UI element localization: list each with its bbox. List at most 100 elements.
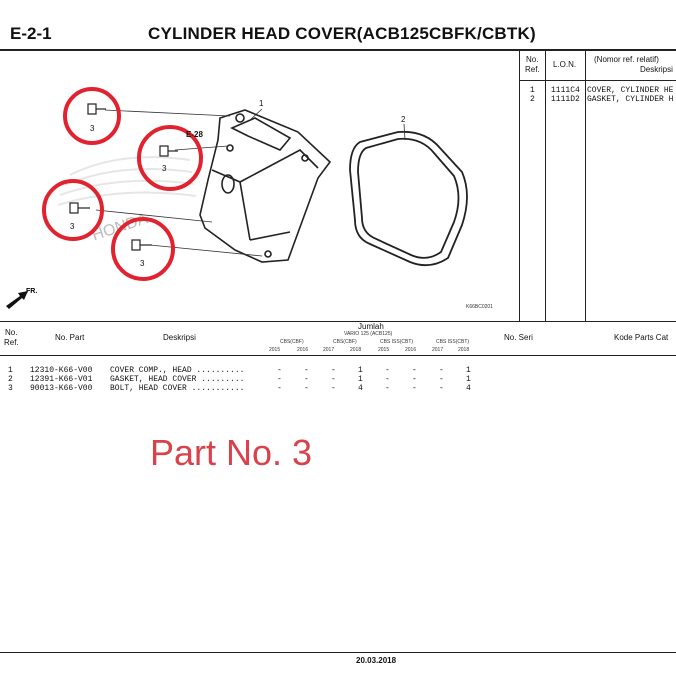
row-qty: 1 — [466, 366, 471, 375]
row-qty: - — [439, 375, 444, 384]
part-annotation: Part No. 3 — [150, 432, 313, 473]
side-row-no: 1 — [530, 86, 535, 95]
honda-wing-watermark — [57, 156, 197, 206]
row-qty: 4 — [358, 384, 363, 393]
gasket-part — [349, 130, 468, 267]
col-year: 2015 — [269, 347, 281, 353]
side-col-lon: L.O.N. — [553, 60, 577, 69]
col-group: CBS ISS(CBT) — [380, 339, 414, 345]
row-qty: - — [331, 384, 336, 393]
row-no: 1 — [8, 366, 13, 375]
col-jumlah: Jumlah — [358, 322, 384, 331]
row-qty: - — [304, 384, 309, 393]
col-year: 2018 — [350, 347, 362, 353]
row-no: 3 — [8, 384, 13, 393]
highlight-circle — [111, 217, 175, 281]
side-row-lon: 1111D2 — [551, 95, 580, 104]
header-rule — [0, 49, 676, 51]
col-no: No. — [5, 328, 18, 337]
row-no: 2 — [8, 375, 13, 384]
table-row: 3 90013-K66-V00 BOLT, HEAD COVER .......… — [0, 384, 676, 393]
side-row-desc: GASKET, CYLINDER H — [587, 95, 674, 104]
row-part: 90013-K66-V00 — [30, 384, 93, 393]
row-qty: - — [304, 366, 309, 375]
col-group: CBS ISS(CBT) — [436, 339, 470, 345]
footer-rule — [0, 652, 676, 653]
exploded-diagram: HONDA 1 — [6, 87, 493, 310]
side-col-nomor: (Nomor ref. relatif) — [594, 55, 659, 64]
row-qty: - — [304, 375, 309, 384]
row-qty: - — [331, 375, 336, 384]
row-part: 12391-K66-V01 — [30, 375, 93, 384]
side-table-header-rule — [519, 80, 676, 81]
col-seri: No. Seri — [504, 333, 533, 342]
table-row: 1 12310-K66-V00 COVER COMP., HEAD ......… — [0, 366, 676, 375]
row-qty: - — [385, 366, 390, 375]
part-label: 3 — [140, 259, 145, 268]
section-code: E-2-1 — [10, 24, 52, 43]
col-kode: Kode Parts Cat — [614, 333, 669, 342]
row-qty: 1 — [358, 375, 363, 384]
row-qty: 1 — [358, 366, 363, 375]
row-qty: - — [412, 384, 417, 393]
row-desc: GASKET, HEAD COVER ......... — [110, 375, 245, 384]
row-qty: - — [277, 366, 282, 375]
row-qty: - — [439, 384, 444, 393]
bolt-parts — [69, 103, 178, 251]
side-row-desc: COVER, CYLINDER HE — [587, 86, 674, 95]
table-header-rule — [0, 355, 676, 356]
page-title: CYLINDER HEAD COVER(ACB125CBFK/CBTK) — [148, 24, 536, 43]
side-table-divider — [519, 51, 520, 321]
col-year: 2018 — [458, 347, 470, 353]
row-qty: - — [277, 375, 282, 384]
row-qty: 1 — [466, 375, 471, 384]
image-code: K66BC0201 — [466, 304, 493, 310]
side-row-lon: 1111C4 — [551, 86, 580, 95]
row-qty: 4 — [466, 384, 471, 393]
highlight-circle — [42, 179, 104, 241]
row-qty: - — [412, 375, 417, 384]
table-row: 2 12391-K66-V01 GASKET, HEAD COVER .....… — [0, 375, 676, 384]
col-desc: Deskripsi — [163, 333, 196, 342]
side-row-no: 2 — [530, 95, 535, 104]
side-col-deskripsi: Deskripsi — [640, 65, 673, 74]
row-qty: - — [385, 384, 390, 393]
row-qty: - — [439, 366, 444, 375]
row-qty: - — [331, 366, 336, 375]
row-qty: - — [277, 384, 282, 393]
col-ref: Ref. — [4, 338, 19, 347]
col-year: 2016 — [405, 347, 417, 353]
side-table-divider — [545, 51, 546, 321]
col-group: CBS(CBF) — [333, 339, 357, 345]
col-year: 2016 — [297, 347, 309, 353]
highlight-circle — [137, 125, 203, 191]
col-year: 2017 — [432, 347, 444, 353]
part-label: 3 — [162, 164, 167, 173]
side-table-divider — [585, 51, 586, 321]
ref-label: E-28 — [186, 130, 203, 139]
part-label: 3 — [90, 124, 95, 133]
front-arrow-icon: FR. — [6, 288, 37, 309]
cylinder-head-cover-part — [199, 109, 332, 263]
col-group: CBS(CBF) — [280, 339, 304, 345]
row-desc: COVER COMP., HEAD .......... — [110, 366, 245, 375]
row-part: 12310-K66-V00 — [30, 366, 93, 375]
side-col-no: No. — [526, 55, 539, 64]
row-desc: BOLT, HEAD COVER ........... — [110, 384, 245, 393]
row-qty: - — [412, 366, 417, 375]
part-label: 1 — [259, 99, 264, 108]
leader-lines — [95, 108, 406, 257]
footer-date: 20.03.2018 — [356, 656, 397, 665]
table-top-rule — [0, 321, 676, 322]
col-year: 2015 — [378, 347, 390, 353]
row-qty: - — [385, 375, 390, 384]
col-part: No. Part — [55, 333, 85, 342]
col-year: 2017 — [323, 347, 335, 353]
part-label: 2 — [401, 115, 406, 124]
side-col-ref: Ref. — [525, 65, 540, 74]
part-label: 3 — [70, 222, 75, 231]
front-label: FR. — [26, 288, 37, 295]
highlight-circle — [63, 87, 121, 145]
col-vario: VARIO 125 (ACB125) — [344, 331, 393, 337]
highlight-circles — [42, 87, 203, 281]
